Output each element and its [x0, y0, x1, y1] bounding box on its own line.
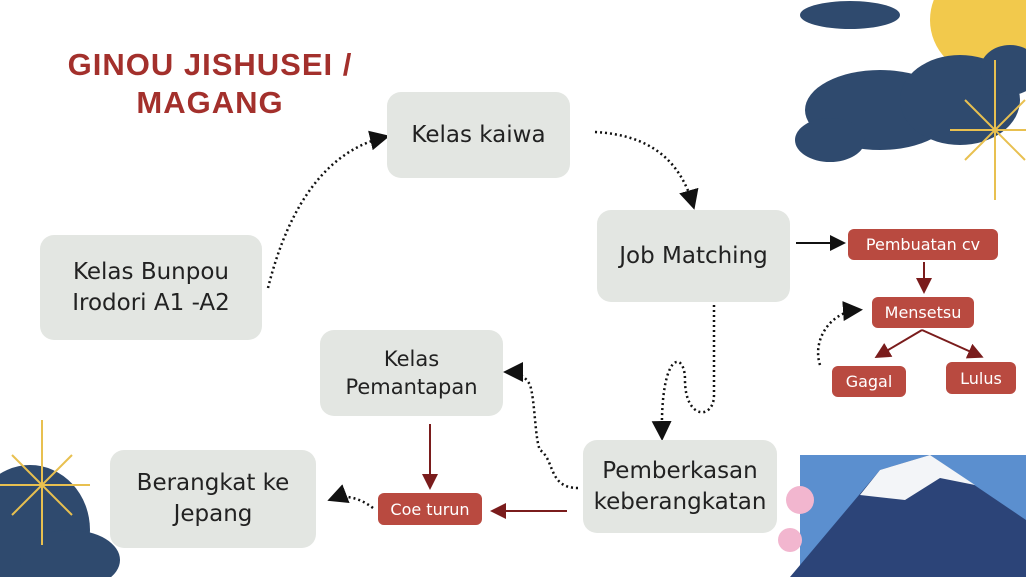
node-pemberkasan: Pemberkasan keberangkatan — [583, 440, 777, 533]
node-job-matching: Job Matching — [597, 210, 790, 302]
node-gagal: Gagal — [832, 366, 906, 397]
dotted-arrows — [266, 130, 863, 509]
page-title: GINOU JISHUSEI / MAGANG — [30, 46, 390, 122]
arrow-coe-to-berangkat — [327, 484, 374, 509]
node-label: Pembuatan cv — [865, 235, 981, 254]
arrow-bunpou-to-kaiwa — [266, 130, 390, 289]
node-label: keberangkatan — [593, 488, 767, 515]
star-sparkle-right — [950, 60, 1026, 200]
node-label: Gagal — [845, 372, 893, 391]
node-pembuatan-cv: Pembuatan cv — [848, 229, 998, 260]
node-label: Coe turun — [390, 499, 470, 519]
node-label: Job Matching — [619, 242, 768, 269]
arrow-job-to-pemberkasan — [651, 305, 716, 441]
node-lulus: Lulus — [946, 362, 1016, 394]
node-berangkat: Berangkat ke Jepang — [110, 450, 316, 548]
mountain-fuji — [778, 455, 1026, 577]
node-mensetsu: Mensetsu — [872, 297, 974, 328]
title-line1: GINOU JISHUSEI / — [67, 47, 353, 82]
node-label: Jepang — [173, 501, 253, 527]
node-kelas-kaiwa: Kelas kaiwa — [387, 92, 570, 178]
title-line2: MAGANG — [136, 85, 284, 120]
node-label: Kelas — [383, 347, 440, 371]
node-coe-turun: Coe turun — [378, 493, 482, 525]
arrow-gagal-to-mensetsu — [816, 301, 863, 366]
red-arrows — [422, 262, 984, 519]
node-label: Berangkat ke — [136, 470, 290, 496]
node-label: Irodori A1 -A2 — [72, 289, 230, 316]
star-sparkle-left — [0, 420, 90, 545]
node-label: Pemantapan — [345, 375, 478, 399]
cloud-top-right — [795, 1, 1026, 162]
arrow-pemberkasan-to-pemantapan — [503, 362, 579, 490]
node-label: Kelas Bunpou — [72, 258, 230, 285]
node-label: Lulus — [960, 368, 1002, 388]
node-label: Mensetsu — [884, 303, 962, 322]
node-label: Kelas kaiwa — [411, 121, 546, 148]
arrow-kaiwa-to-job — [594, 130, 699, 210]
cloud-bottom-left — [0, 465, 120, 577]
node-label: Pemberkasan — [602, 457, 758, 484]
